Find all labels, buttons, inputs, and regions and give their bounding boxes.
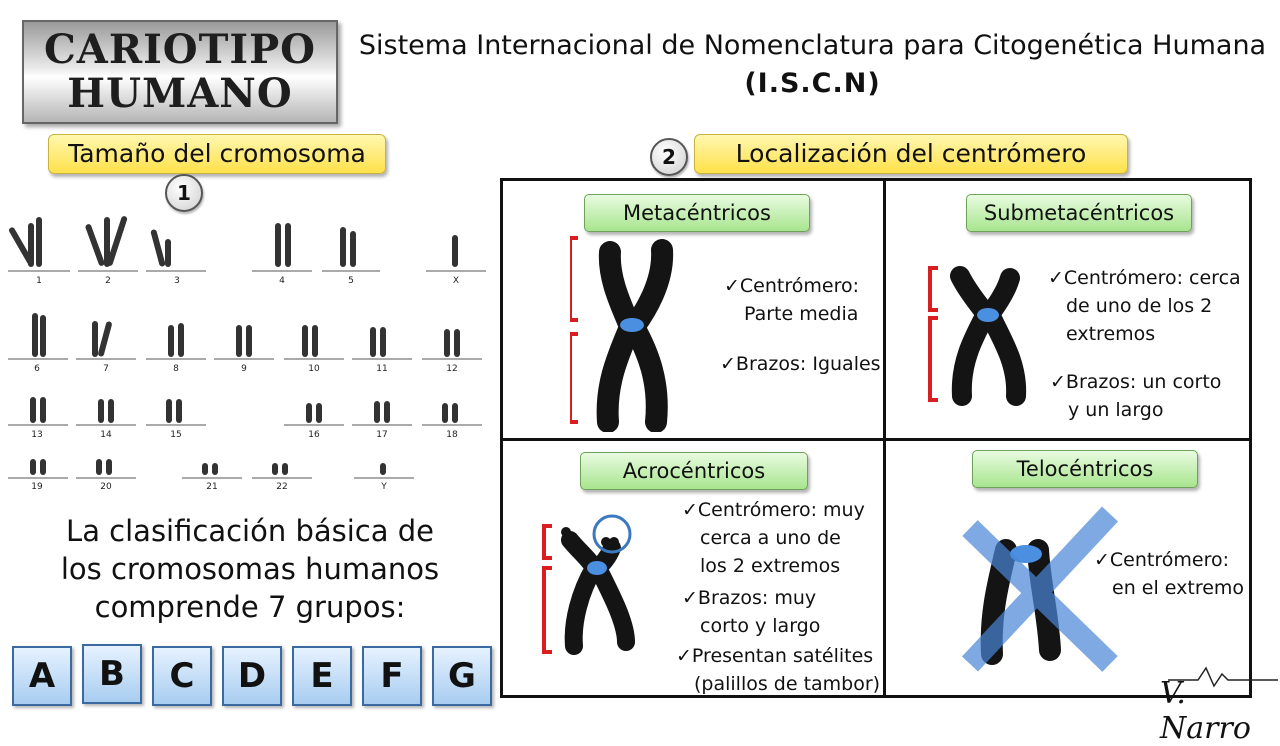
submetacentric-line1: ✓Centrómero: cerca (1048, 267, 1241, 289)
telocentric-line1: ✓Centrómero: (1094, 549, 1230, 571)
kt-label-12: 12 (446, 364, 458, 374)
grid-horizontal-divider (500, 438, 1252, 441)
kt-label-3: 3 (174, 276, 180, 286)
kt-label-11: 11 (376, 364, 388, 374)
metacentric-line1: ✓Centrómero: (724, 275, 860, 297)
kt-label-x: X (452, 276, 460, 286)
karyotype-figure (8, 216, 486, 479)
kt-label-22: 22 (276, 482, 288, 492)
section2-label: Localización del centrómero (694, 134, 1128, 174)
acrocentric-line7: (palillos de tambor) (694, 673, 881, 695)
acrocentric-chromosome (542, 514, 635, 655)
classification-line3: comprende 7 grupos: (94, 590, 406, 624)
group-d: D (222, 646, 282, 706)
kt-label-14: 14 (100, 430, 112, 440)
group-f: F (362, 646, 422, 706)
classification-line1: La clasificación básica de (66, 514, 434, 548)
kt-label-10: 10 (308, 364, 320, 374)
submetacentric-title: Submetacéntricos (966, 194, 1192, 232)
kt-label-16: 16 (308, 430, 320, 440)
kt-label-18: 18 (446, 430, 458, 440)
metacentric-line3: ✓Brazos: Iguales (720, 353, 881, 375)
kt-label-1: 1 (36, 276, 42, 286)
group-g: G (432, 646, 492, 706)
submetacentric-line2: de uno de los 2 (1066, 295, 1213, 317)
kt-label-13: 13 (31, 430, 43, 440)
kt-label-y: Y (381, 482, 387, 492)
acrocentric-line1: ✓Centrómero: muy (682, 499, 865, 521)
section1-label: Tamaño del cromosoma (48, 134, 386, 174)
classification-line2: los cromosomas humanos (60, 552, 440, 586)
group-a: A (12, 646, 72, 706)
acrocentric-line3: los 2 extremos (700, 555, 841, 577)
kt-label-6: 6 (34, 364, 40, 374)
kt-label-2: 2 (105, 276, 111, 286)
telocentric-line2: en el extremo (1112, 577, 1245, 599)
submetacentric-line5: y un largo (1068, 399, 1164, 421)
cross-mark-icon (961, 506, 1119, 672)
kt-label-9: 9 (241, 364, 247, 374)
kt-label-15: 15 (170, 430, 182, 440)
metacentric-line2: Parte media (744, 303, 859, 325)
classification-text: La clasificación básica de los cromosoma… (20, 512, 480, 626)
submetacentric-line3: extremos (1066, 323, 1156, 345)
kt-label-7: 7 (103, 364, 109, 374)
group-c: C (152, 646, 212, 706)
kt-label-20: 20 (100, 482, 112, 492)
telocentric-title: Telocéntricos (972, 450, 1198, 488)
kt-label-21: 21 (206, 482, 218, 492)
submetacentric-line4: ✓Brazos: un corto (1050, 371, 1222, 393)
kt-label-4: 4 (279, 276, 285, 286)
group-b: B (82, 644, 142, 704)
telocentric-chromosome (961, 506, 1119, 672)
section1-number: 1 (165, 174, 203, 212)
submetacentric-chromosome (928, 266, 1027, 406)
heartbeat-icon (1168, 666, 1278, 688)
acrocentric-line6: ✓Presentan satélites (676, 645, 874, 667)
kt-label-8: 8 (173, 364, 179, 374)
section2-number: 2 (650, 138, 688, 176)
metacentric-title: Metacéntricos (584, 194, 810, 232)
title-line1: CARIOTIPO (43, 26, 317, 73)
acrocentric-line4: ✓Brazos: muy (682, 587, 817, 609)
kt-label-5: 5 (348, 276, 354, 286)
header-line2: (I.S.C.N) (744, 68, 881, 99)
metacentric-chromosome (570, 236, 674, 432)
title-box: CARIOTIPO HUMANO (22, 20, 338, 124)
acrocentric-line2: cerca a uno de (700, 527, 841, 549)
acrocentric-line5: corto y largo (700, 615, 821, 637)
header-line1: Sistema Internacional de Nomenclatura pa… (358, 30, 1267, 61)
signature: V. Narro (1160, 676, 1251, 746)
acrocentric-title: Acrocéntricos (580, 452, 808, 490)
group-e: E (292, 646, 352, 706)
kt-label-19: 19 (31, 482, 43, 492)
title-line2: HUMANO (67, 70, 293, 117)
kt-label-17: 17 (376, 430, 388, 440)
